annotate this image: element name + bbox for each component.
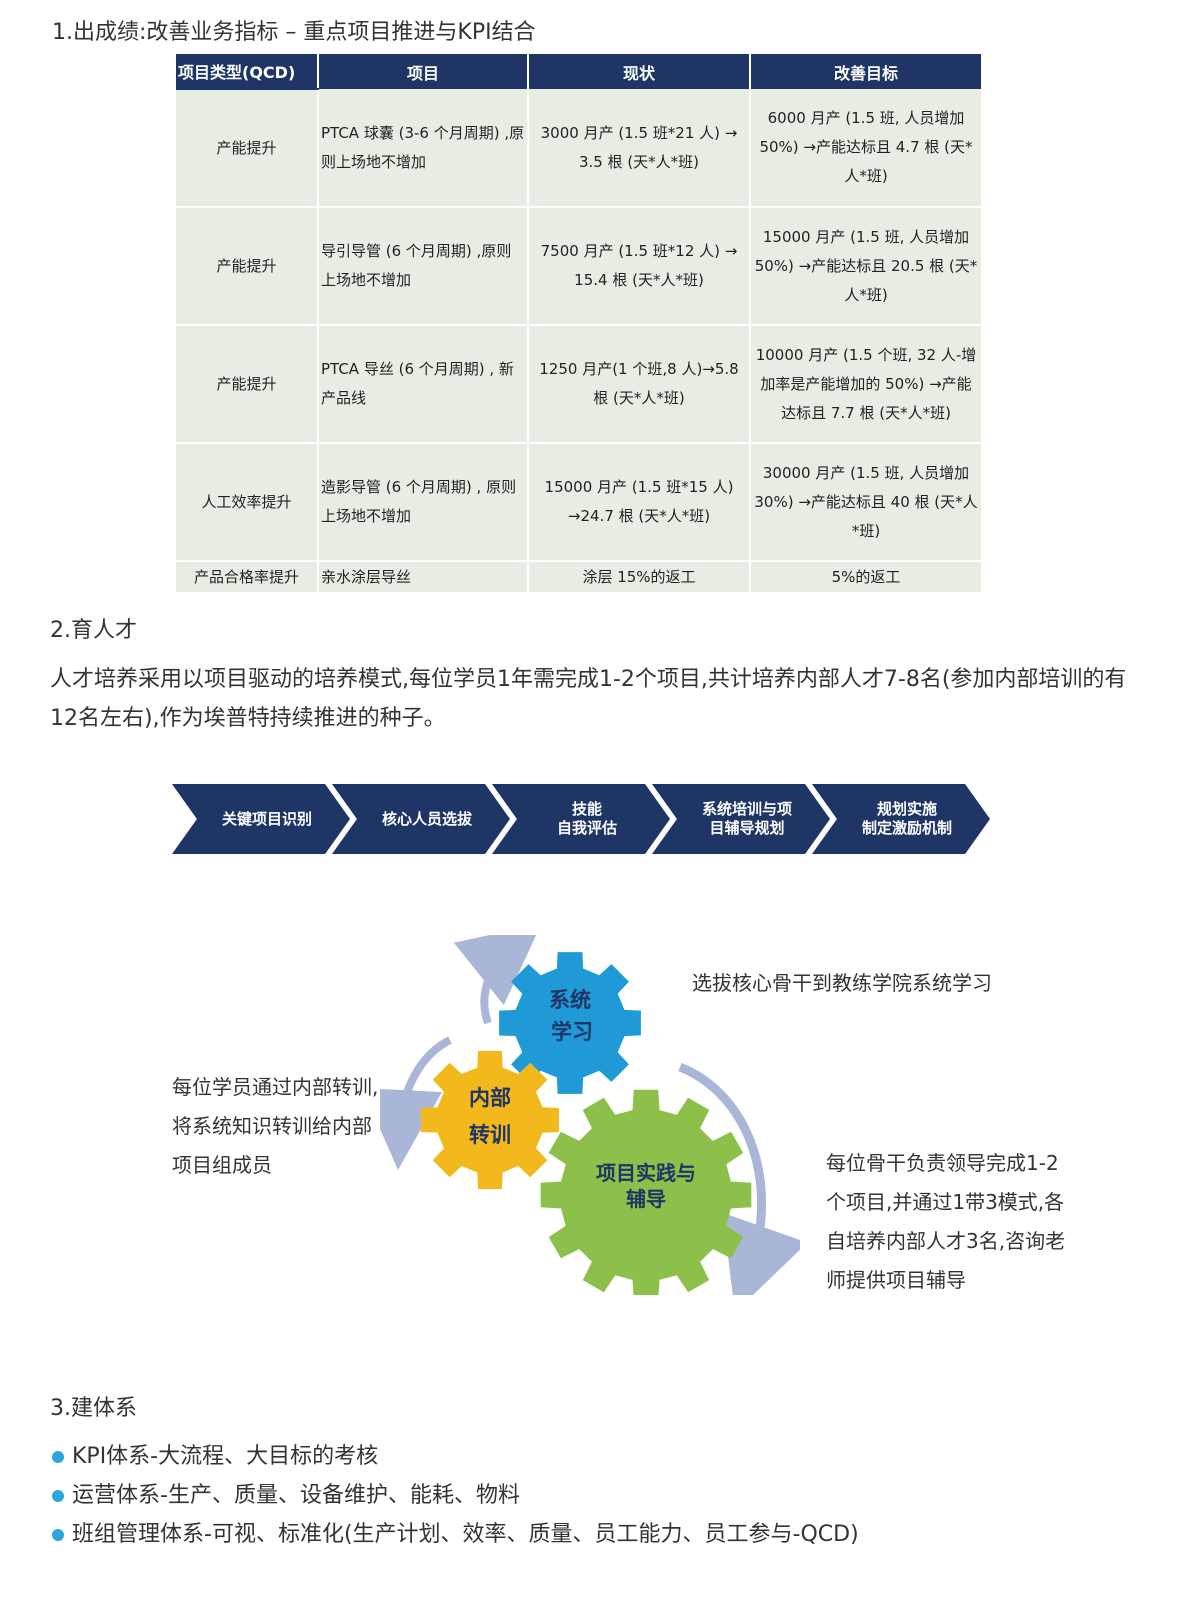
talent-paragraph: 人才培养采用以项目驱动的培养模式,每位学员1年需完成1-2个项目,共计培养内部人… [50, 667, 1127, 731]
step-label: 规划实施 [876, 800, 937, 818]
list-item-text: KPI体系-大流程、大目标的考核 [72, 1444, 379, 1469]
gear-green-label-1: 项目实践与 [596, 1161, 696, 1185]
step-label: 关键项目识别 [221, 809, 312, 828]
gear-blue-label-1: 系统 [549, 988, 591, 1012]
cell-project: 造影导管 (6 个月周期) , 原则上场地不增加 [318, 443, 529, 562]
gear-green-hub [564, 1113, 728, 1277]
gear-green-icon [540, 1089, 752, 1295]
cell-target: 5%的返工 [750, 561, 983, 594]
cell-type: 产能提升 [176, 207, 319, 326]
cell-status: 涂层 15%的返工 [528, 561, 751, 594]
step-label: 技能 [571, 800, 602, 818]
cell-status: 7500 月产 (1.5 班*12 人) → 15.4 根 (天*人*班) [528, 207, 751, 326]
section-title-system: 3.建体系 [50, 1396, 137, 1421]
step-label: 目辅导规划 [709, 819, 785, 837]
gear-yellow-label-1: 内部 [469, 1086, 511, 1110]
table-row: 产品合格率提升 亲水涂层导丝 涂层 15%的返工 5%的返工 [176, 561, 983, 594]
cell-target: 6000 月产 (1.5 班, 人员增加 50%) →产能达标且 4.7 根 (… [750, 89, 983, 208]
gear-blue-icon [499, 952, 641, 1094]
step-label: 核心人员选拔 [381, 809, 472, 828]
cell-target: 30000 月产 (1.5 班, 人员增加 30%) →产能达标且 40 根 (… [750, 443, 983, 562]
gear-text-left: 每位学员通过内部转训,将系统知识转训给内部项目组成员 [172, 1075, 379, 1177]
cell-project: 亲水涂层导丝 [318, 561, 529, 594]
kpi-table: 项目类型(QCD) 项目 现状 改善目标 产能提升 PTCA 球囊 (3-6 个… [176, 54, 983, 594]
cell-status: 1250 月产(1 个班,8 人)→5.8 根 (天*人*班) [528, 325, 751, 444]
process-step-3: 技能自我评估 [492, 784, 670, 854]
section-title-talent: 2.育人才 [50, 618, 137, 643]
list-item: 运营体系-生产、质量、设备维护、能耗、物料 [52, 1476, 859, 1515]
table-row: 人工效率提升 造影导管 (6 个月周期) , 原则上场地不增加 15000 月产… [176, 443, 983, 562]
process-flow: 关键项目识别 核心人员选拔 技能自我评估 系统培训与项目辅导规划 规划实施制定激… [172, 784, 992, 856]
cell-project: PTCA 球囊 (3-6 个月周期) ,原则上场地不增加 [318, 89, 529, 208]
step-label: 自我评估 [556, 819, 617, 837]
table-row: 产能提升 导引导管 (6 个月周期) ,原则上场地不增加 7500 月产 (1.… [176, 207, 983, 326]
cell-type: 人工效率提升 [176, 443, 319, 562]
cell-project: PTCA 导丝 (6 个月周期) , 新产品线 [318, 325, 529, 444]
cell-status: 3000 月产 (1.5 班*21 人) → 3.5 根 (天*人*班) [528, 89, 751, 208]
list-item: 班组管理体系-可视、标准化(生产计划、效率、质量、员工能力、员工参与-QCD) [52, 1515, 859, 1554]
cell-type: 产能提升 [176, 325, 319, 444]
list-item-text: 运营体系-生产、质量、设备维护、能耗、物料 [72, 1483, 520, 1508]
header-type: 项目类型(QCD) [176, 54, 319, 90]
bullet-icon [52, 1490, 64, 1502]
gear-green-label-2: 辅导 [626, 1187, 666, 1211]
step-label: 系统培训与项 [701, 800, 792, 818]
list-item-text: 班组管理体系-可视、标准化(生产计划、效率、质量、员工能力、员工参与-QCD) [72, 1522, 859, 1547]
table-row: 产能提升 PTCA 导丝 (6 个月周期) , 新产品线 1250 月产(1 个… [176, 325, 983, 444]
cycle-arrow-right [678, 1062, 800, 1295]
section-title-results: 1.出成绩:改善业务指标 – 重点项目推进与KPI结合 [52, 20, 536, 45]
header-project: 项目 [318, 54, 529, 89]
step-label: 制定激励机制 [861, 819, 952, 837]
header-target: 改善目标 [750, 54, 983, 89]
gear-text-top: 选拔核心骨干到教练学院系统学习 [692, 971, 992, 995]
cell-target: 10000 月产 (1.5 个班, 32 人-增加率是产能增加的 50%) →产… [750, 325, 983, 444]
gear-yellow-hub [440, 1070, 540, 1170]
gear-text-right: 每位骨干负责领导完成1-2个项目,并通过1带3模式,各自培养内部人才3名,咨询老… [826, 1151, 1066, 1292]
table-row: 产能提升 PTCA 球囊 (3-6 个月周期) ,原则上场地不增加 3000 月… [176, 89, 983, 208]
list-item: KPI体系-大流程、大目标的考核 [52, 1437, 859, 1476]
table-header-row: 项目类型(QCD) 项目 现状 改善目标 [176, 54, 983, 90]
bullet-icon [52, 1451, 64, 1463]
cell-type: 产能提升 [176, 89, 319, 208]
process-step-1: 关键项目识别 [172, 784, 350, 854]
gear-blue-label-2: 学习 [551, 1020, 593, 1044]
process-step-2: 核心人员选拔 [332, 784, 510, 854]
cell-type: 产品合格率提升 [176, 561, 319, 594]
gear-yellow-icon [421, 1051, 559, 1189]
cell-target: 15000 月产 (1.5 班, 人员增加 50%) →产能达标且 20.5 根… [750, 207, 983, 326]
gear-yellow-label-2: 转训 [469, 1123, 511, 1147]
bullet-icon [52, 1529, 64, 1541]
cycle-arrow-left [380, 1036, 452, 1170]
cycle-arrow-top [453, 935, 542, 1025]
process-step-5: 规划实施制定激励机制 [812, 784, 990, 854]
system-list: KPI体系-大流程、大目标的考核 运营体系-生产、质量、设备维护、能耗、物料 班… [52, 1437, 859, 1554]
cell-status: 15000 月产 (1.5 班*15 人) →24.7 根 (天*人*班) [528, 443, 751, 562]
cell-project: 导引导管 (6 个月周期) ,原则上场地不增加 [318, 207, 529, 326]
process-step-4: 系统培训与项目辅导规划 [652, 784, 830, 854]
header-status: 现状 [528, 54, 751, 89]
gear-blue-hub [518, 971, 622, 1075]
